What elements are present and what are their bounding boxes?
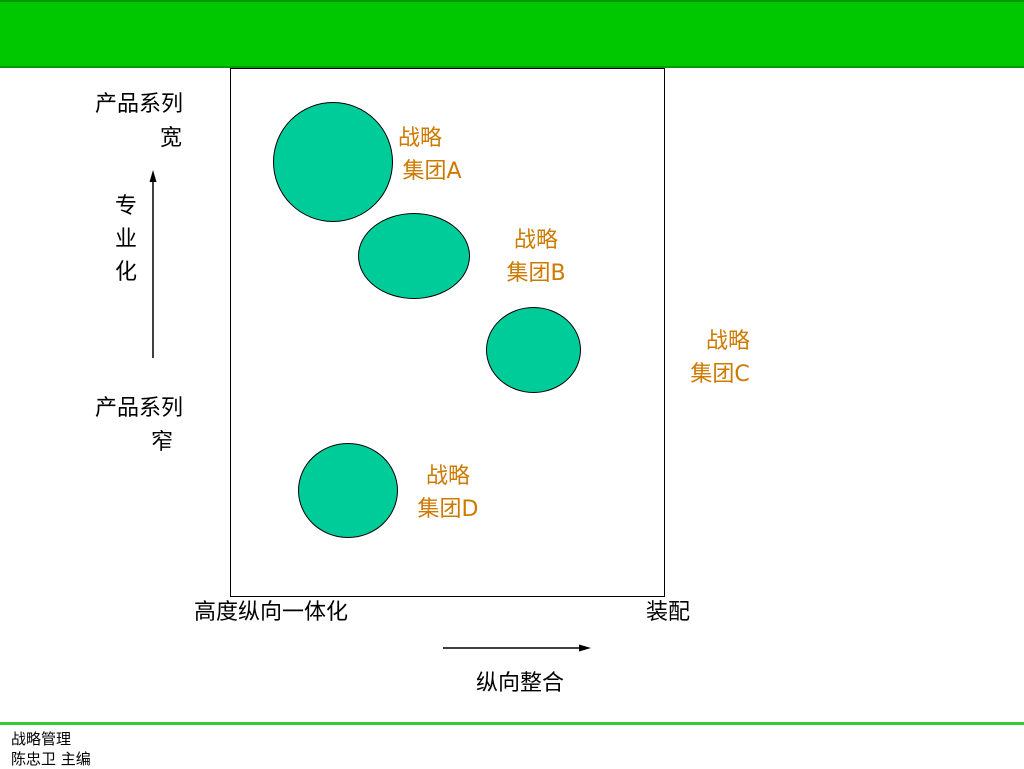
y-axis-top-label-line2: 宽 (160, 126, 183, 151)
label-group-c: 战略 集团C (670, 325, 770, 391)
label-group-d-line1: 战略 (425, 464, 470, 489)
label-group-b-line2: 集团B (506, 261, 566, 286)
y-axis-title: 专 业 化 (112, 190, 140, 289)
footer-author: 陈忠卫 主编 (11, 750, 91, 768)
label-group-c-line2: 集团C (690, 362, 750, 387)
footer-credit: 战略管理 陈忠卫 主编 (11, 729, 91, 769)
label-group-a-line1: 战略 (397, 126, 442, 151)
label-group-b-line1: 战略 (513, 228, 558, 253)
label-group-a: 战略 集团A (382, 122, 482, 188)
y-axis-title-char-1: 专 (114, 194, 137, 219)
label-group-a-line2: 集团A (402, 159, 462, 184)
y-axis-title-char-2: 业 (114, 227, 137, 252)
label-group-b: 战略 集团B (486, 224, 586, 290)
label-group-c-line1: 战略 (705, 329, 750, 354)
header-bar (0, 0, 1024, 68)
bubble-group-c (486, 307, 581, 393)
label-group-d-line2: 集团D (417, 497, 479, 522)
y-axis-bottom-label-line2: 窄 (151, 430, 174, 455)
bubble-group-d (298, 443, 398, 538)
bubble-group-a (273, 102, 393, 222)
chart-frame (230, 68, 665, 597)
x-axis-right-label: 装配 (646, 600, 691, 625)
bubble-group-b (358, 213, 470, 299)
y-axis-title-char-3: 化 (114, 260, 137, 285)
y-axis-top-label-line1: 产品系列 (95, 92, 184, 117)
x-axis-left-label: 高度纵向一体化 (194, 600, 349, 625)
y-axis-bottom-label-line1: 产品系列 (95, 396, 184, 421)
footer-divider (0, 722, 1024, 725)
x-axis-title: 纵向整合 (476, 671, 565, 696)
footer-course-title: 战略管理 (11, 730, 72, 748)
label-group-d: 战略 集团D (398, 460, 498, 526)
